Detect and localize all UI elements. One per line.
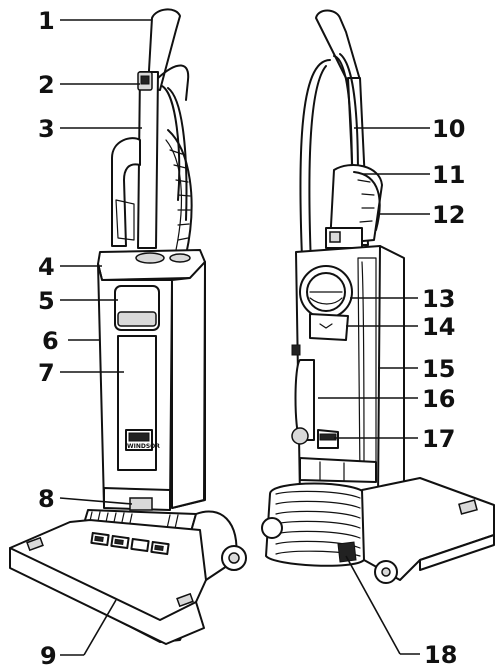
callout-3: 3 (38, 115, 55, 143)
front-view-vacuum: WINDSOR (9, 8, 247, 645)
callout-11: 11 (432, 161, 465, 189)
callout-6: 6 (42, 327, 59, 355)
callout-5: 5 (38, 287, 55, 315)
callout-18: 18 (424, 641, 457, 667)
brand-logo-text: WINDSOR (127, 443, 160, 450)
callout-7: 7 (38, 359, 55, 387)
callout-numbers: 1 2 3 4 5 6 7 8 9 10 11 12 13 14 15 16 1… (38, 7, 465, 667)
rear-handle-grip (315, 9, 361, 83)
callout-10: 10 (432, 115, 465, 143)
callout-14: 14 (422, 313, 455, 341)
height-adjust-pedal (129, 497, 153, 511)
callout-16: 16 (422, 385, 455, 413)
callout-2: 2 (38, 71, 55, 99)
rear-view-vacuum (261, 9, 495, 584)
cord-hook-plate (309, 313, 349, 341)
hose (167, 129, 193, 256)
callout-4: 4 (38, 253, 55, 281)
brand-logo: WINDSOR (125, 429, 160, 451)
cord-reel-disc (299, 265, 353, 319)
callout-8: 8 (38, 485, 55, 513)
base-control-buttons (90, 531, 170, 556)
callout-1: 1 (38, 7, 55, 35)
callout-15: 15 (422, 355, 455, 383)
callout-17: 17 (422, 425, 455, 453)
handle-grip (147, 8, 181, 91)
callout-9: 9 (40, 642, 57, 667)
rear-left-wheel (261, 517, 283, 539)
callout-12: 12 (432, 201, 465, 229)
recline-pedal (337, 541, 357, 563)
callout-13: 13 (422, 285, 455, 313)
leader-lines (59, 19, 430, 656)
